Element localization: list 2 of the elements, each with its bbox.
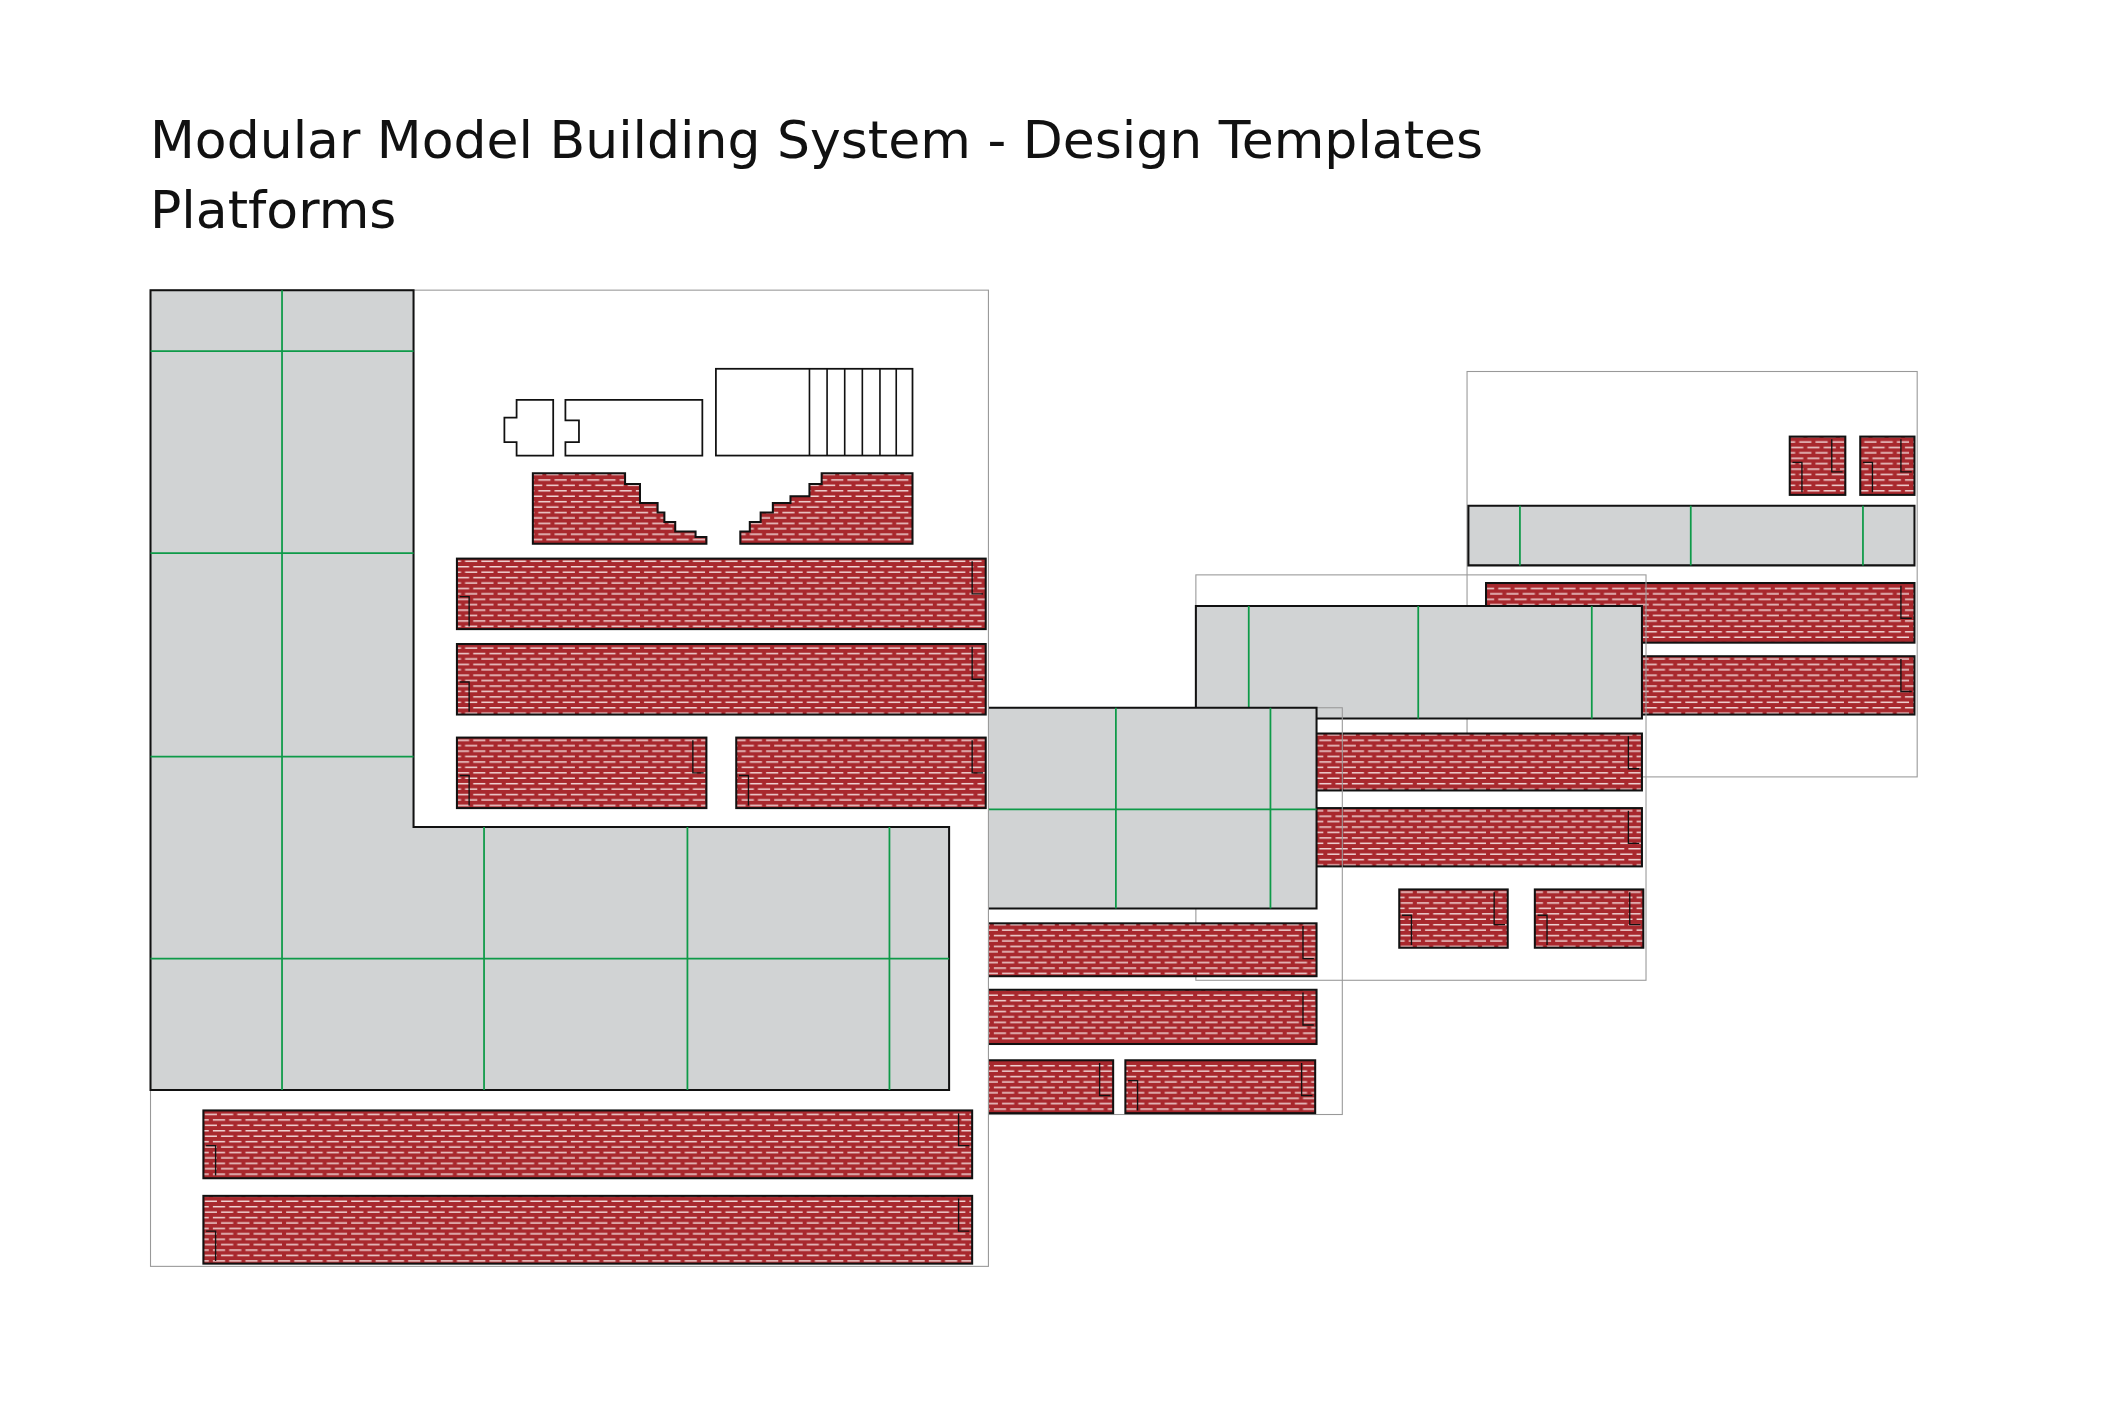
- title: Modular Model Building System - Design Templates: [150, 110, 1484, 170]
- subtitle: Platforms: [150, 180, 397, 240]
